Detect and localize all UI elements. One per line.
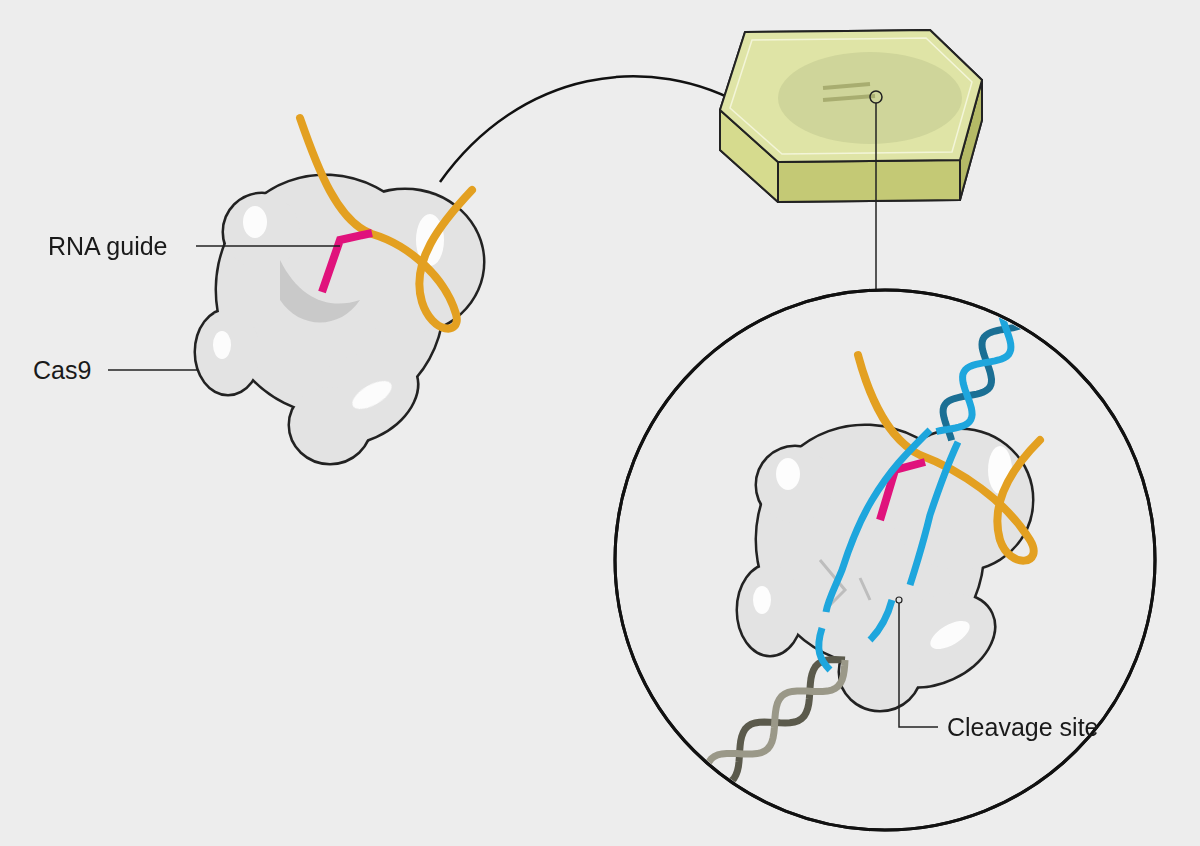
- leader-line: [899, 603, 938, 727]
- part-label: RNA guide: [48, 234, 168, 259]
- part-label: Cleavage site: [947, 715, 1098, 740]
- inset-content: [611, 262, 1050, 846]
- dna-strand: [943, 262, 1045, 440]
- dna-strand: [936, 262, 1049, 432]
- leader-line: [196, 245, 340, 247]
- zoom-inset: [615, 290, 1155, 830]
- cell: [720, 30, 982, 202]
- leader-line: [108, 369, 198, 371]
- dna-strand: [630, 660, 846, 846]
- zoom-line: [875, 103, 877, 292]
- arrow-curve: [440, 76, 748, 182]
- part-label: Cas9: [33, 358, 91, 383]
- cas9-protein: [184, 118, 483, 463]
